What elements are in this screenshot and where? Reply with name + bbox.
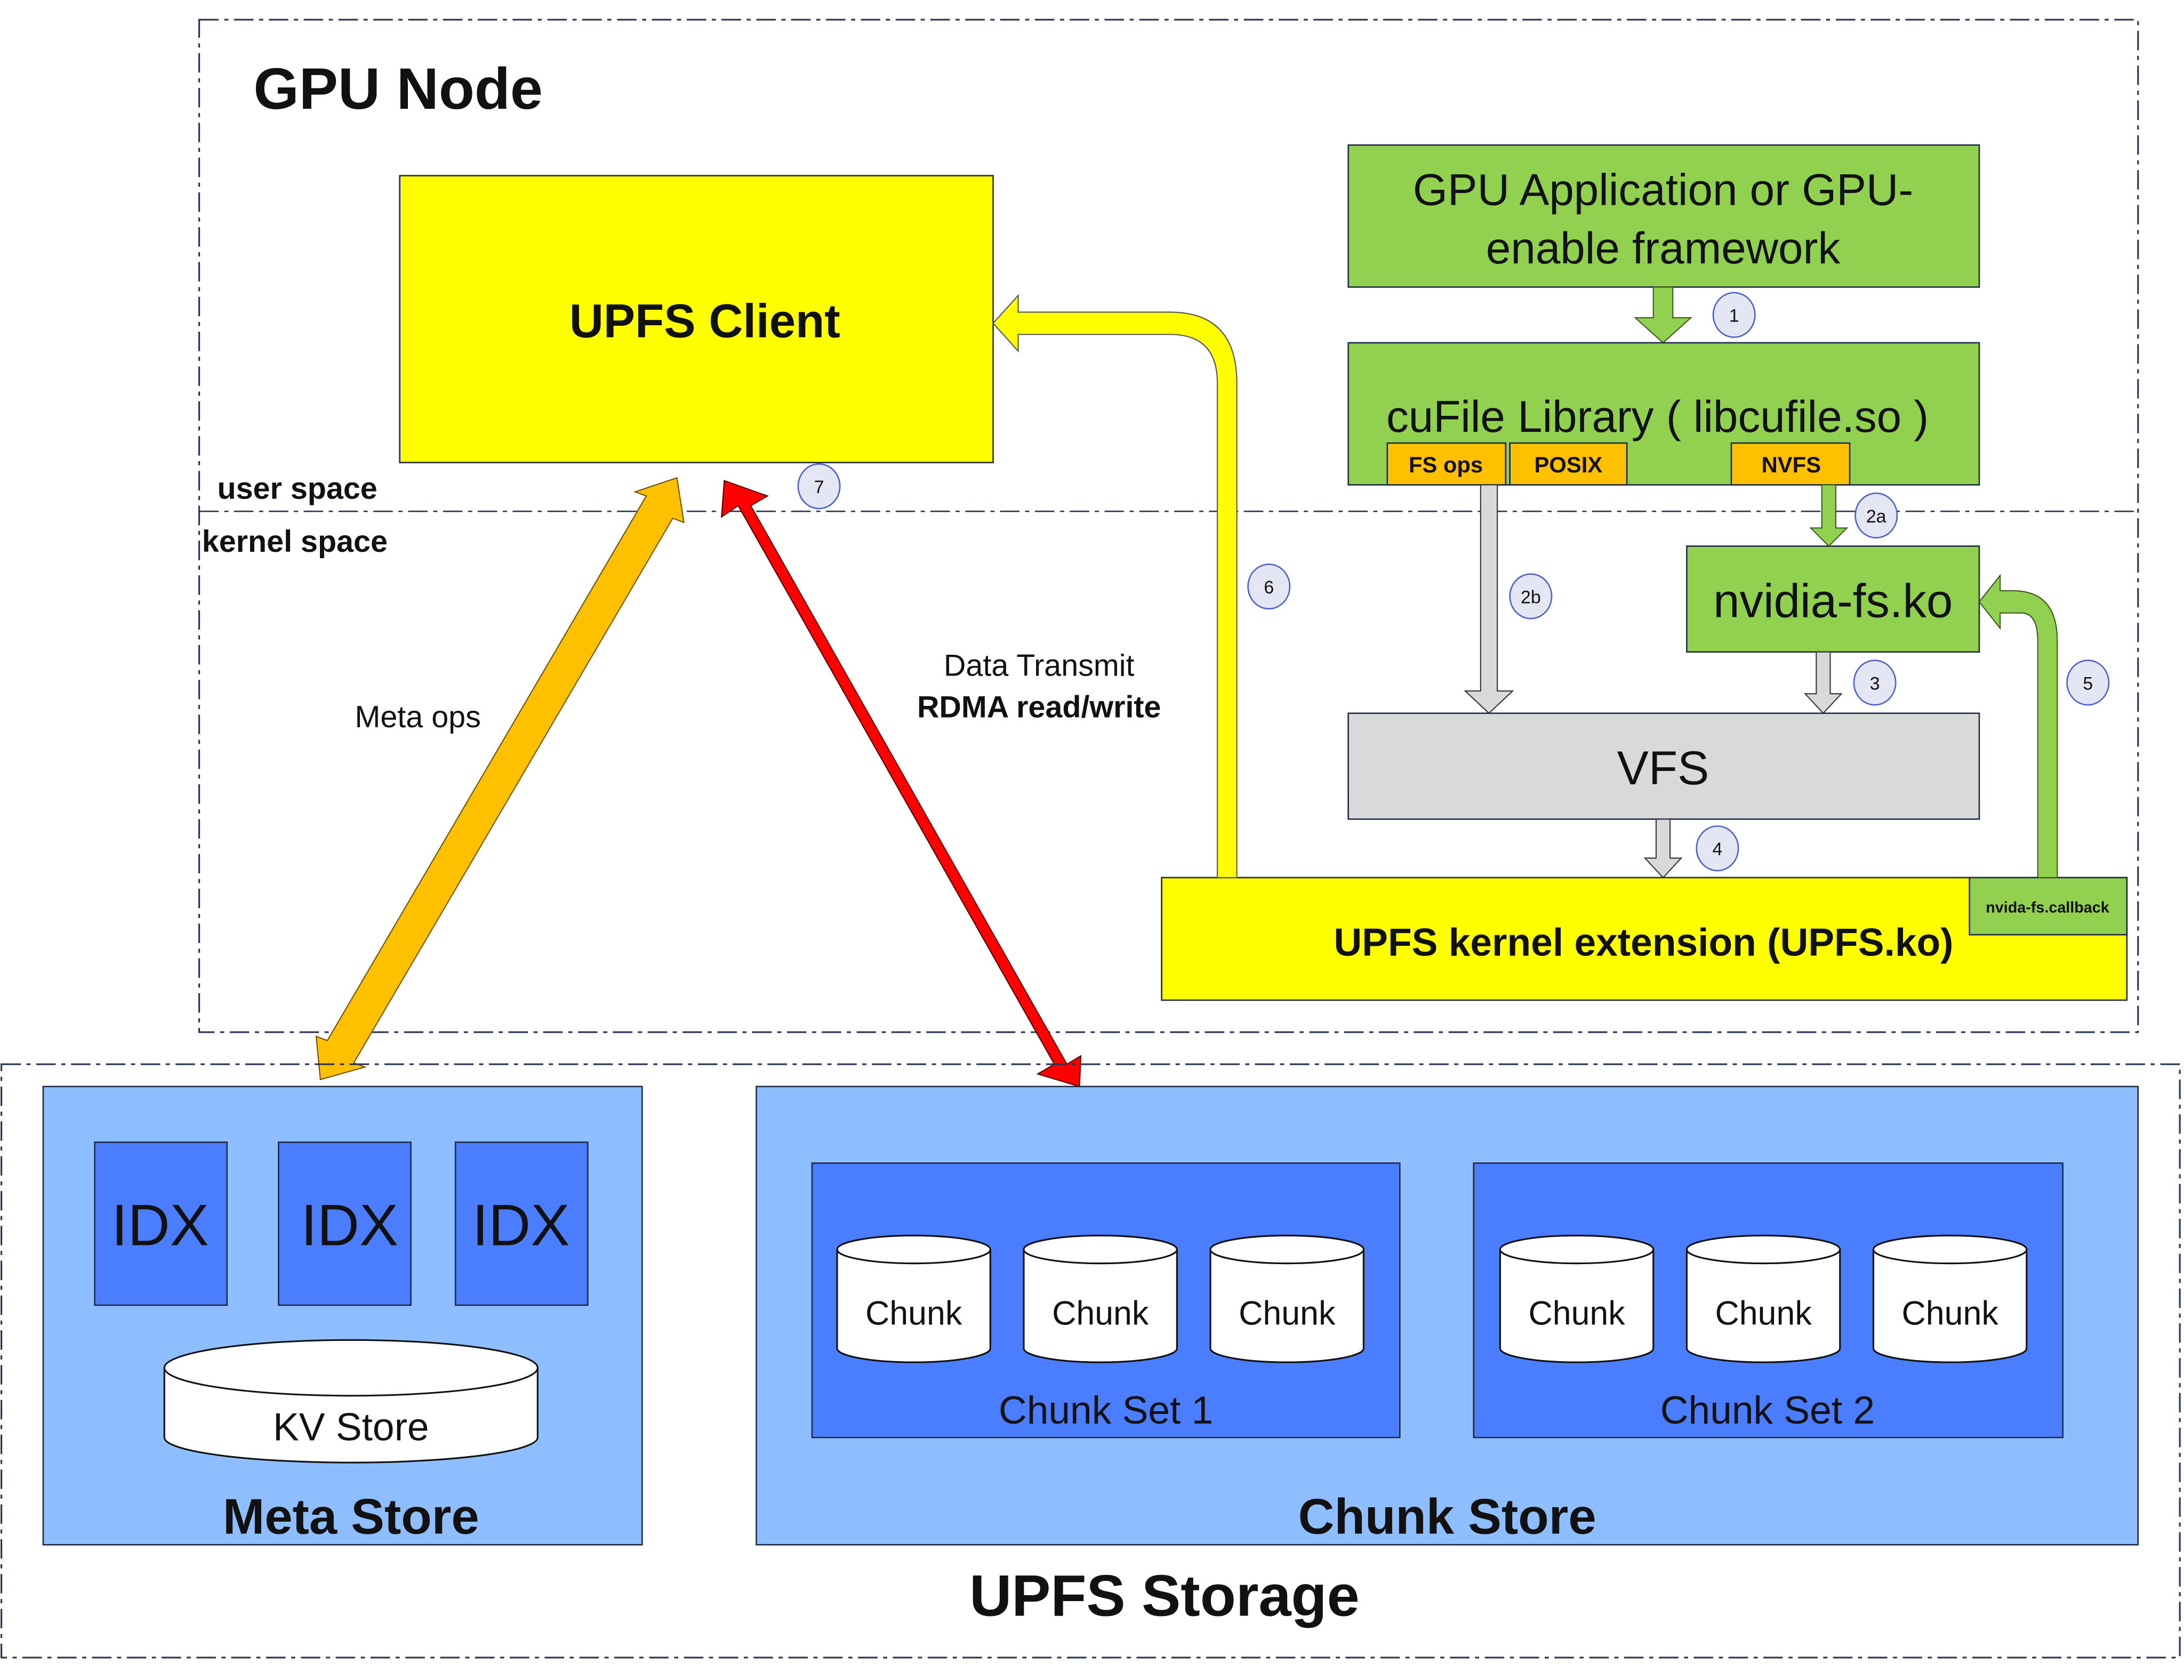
svg-text:6: 6: [1264, 577, 1274, 598]
rdma-label: RDMA read/write: [917, 690, 1161, 725]
vfs-label: VFS: [1617, 742, 1709, 794]
tab-nvfs-label: NVFS: [1762, 452, 1821, 477]
idx-label-3: IDX: [472, 1193, 570, 1258]
chunk-cylinder: Chunk: [1023, 1234, 1178, 1363]
nvidia-fs-label: nvidia-fs.ko: [1713, 575, 1953, 628]
gpu-app-line2: enable framework: [1486, 223, 1841, 273]
step-circle-3: 3: [1853, 660, 1897, 706]
arrow-step-3: [1804, 651, 1843, 714]
chunk-label: Chunk: [865, 1295, 962, 1332]
meta-ops-label: Meta ops: [355, 700, 481, 734]
arrow-step-2b: [1464, 484, 1514, 714]
arrow-step-4: [1643, 818, 1683, 879]
meta-ops-arrow: [315, 477, 685, 1081]
arrow-step-5: [1978, 574, 2058, 879]
svg-text:5: 5: [2083, 673, 2093, 694]
chunk-store-title: Chunk Store: [1298, 1488, 1596, 1544]
arrow-step-6: [992, 294, 1238, 879]
nvidia-fs-box: [1686, 545, 1980, 653]
vfs-box: [1347, 712, 1980, 820]
upfs-storage-title: UPFS Storage: [969, 1564, 1359, 1629]
chunk-label: Chunk: [1902, 1295, 1999, 1332]
callback-box: [1969, 877, 2128, 936]
tab-fs-ops-label: FS ops: [1409, 452, 1483, 477]
upfs-kernel-extension-box: [1161, 877, 2128, 1001]
tab-nvfs: [1730, 442, 1851, 486]
step-circle-5: 5: [2066, 660, 2110, 706]
upfs-storage-frame: [1, 1063, 2181, 1659]
idx-box-3: [454, 1142, 589, 1306]
idx-box-2: [278, 1142, 412, 1306]
svg-text:2b: 2b: [1521, 587, 1541, 607]
tab-posix: [1509, 442, 1628, 486]
gpu-app-line1: GPU Application or GPU-: [1413, 164, 1913, 214]
callback-label: nvida-fs.callback: [1986, 899, 2109, 916]
gpu-node-title: GPU Node: [253, 57, 542, 122]
step-circle-4: 4: [1696, 825, 1739, 872]
chunk-cylinder: Chunk: [1499, 1234, 1655, 1363]
tab-fs-ops: [1386, 442, 1507, 486]
svg-text:1: 1: [1729, 306, 1739, 326]
arrow-step-2a: [1809, 484, 1849, 547]
step-circle-2a: 2a: [1854, 492, 1898, 538]
rdma-data-arrow: [720, 480, 1082, 1088]
step-circle-6: 6: [1247, 563, 1291, 610]
kv-store-cylinder: [163, 1339, 539, 1464]
upfs-client-label: UPFS Client: [569, 294, 840, 347]
step-circle-7: 7: [797, 463, 841, 510]
idx-label-1: IDX: [111, 1193, 209, 1258]
svg-text:4: 4: [1712, 839, 1722, 859]
chunk-cylinder: Chunk: [1685, 1234, 1841, 1363]
chunk-set-2-label: Chunk Set 2: [1660, 1389, 1875, 1432]
chunk-cylinder: Chunk: [1209, 1234, 1364, 1363]
arrow-step-1: [1634, 286, 1692, 344]
chunk-label: Chunk: [1052, 1295, 1149, 1332]
tab-posix-label: POSIX: [1535, 452, 1603, 477]
chunk-cylinder: Chunk: [1872, 1234, 2028, 1363]
idx-label-2: IDX: [301, 1193, 398, 1258]
chunk-label: Chunk: [1239, 1295, 1336, 1332]
chunk-label: Chunk: [1715, 1295, 1812, 1332]
user-space-label: user space: [218, 472, 378, 506]
meta-store-title: Meta Store: [223, 1488, 479, 1544]
step-circle-1: 1: [1712, 292, 1756, 338]
data-transmit-label: Data Transmit: [944, 648, 1135, 682]
svg-text:2a: 2a: [1866, 507, 1886, 527]
kv-store-label: KV Store: [273, 1405, 429, 1449]
idx-box-1: [94, 1142, 228, 1306]
kernel-space-label: kernel space: [202, 525, 388, 559]
step-circle-2b: 2b: [1509, 573, 1553, 620]
chunk-cylinder: Chunk: [836, 1234, 991, 1363]
cufile-label: cuFile Library ( libcufile.so ): [1386, 391, 1929, 441]
chunk-label: Chunk: [1528, 1295, 1625, 1332]
upfs-client-box: [399, 175, 994, 463]
chunk-set-1-label: Chunk Set 1: [999, 1389, 1213, 1432]
upfs-kernel-extension-label: UPFS kernel extension (UPFS.ko): [1334, 921, 1953, 964]
svg-text:7: 7: [814, 477, 824, 497]
svg-text:3: 3: [1870, 673, 1880, 694]
